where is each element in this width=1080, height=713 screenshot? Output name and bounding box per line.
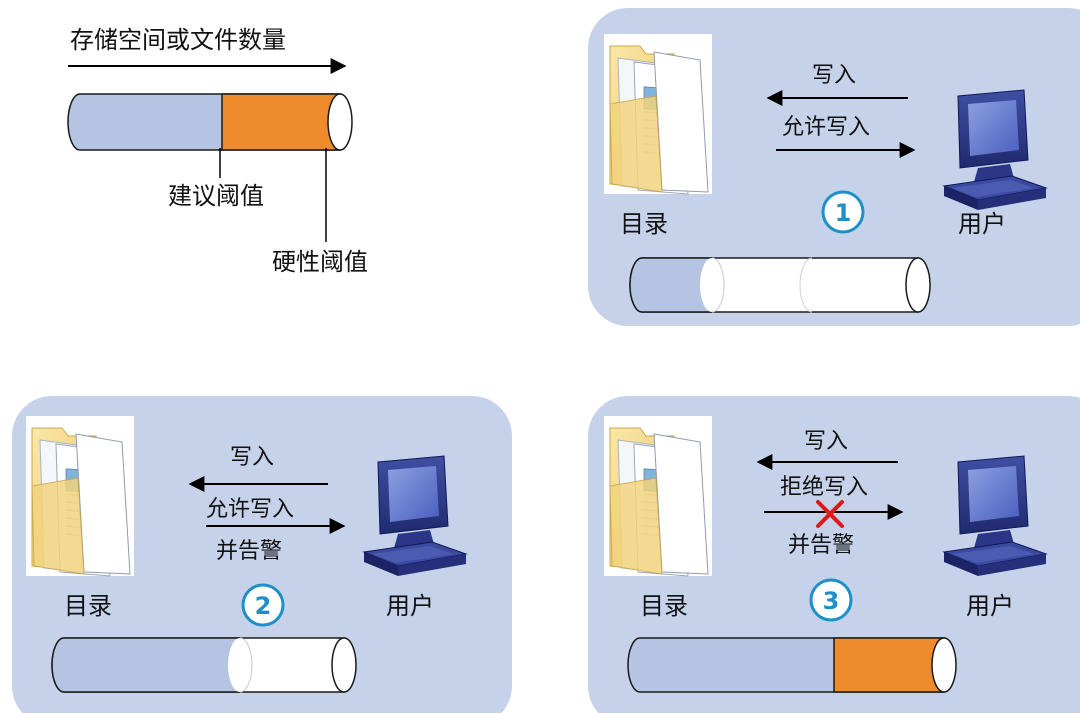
folder-icon xyxy=(603,415,713,577)
step-3-badge xyxy=(809,578,853,622)
scenario-2-panel: 目录 写入 允许写入 并告警 2 用户 xyxy=(12,396,512,713)
response-label: 拒绝写入 xyxy=(780,475,868,500)
warning-label: 并告警 xyxy=(788,533,854,558)
response-label: 允许写入 xyxy=(782,115,870,140)
folder-icon xyxy=(603,33,713,195)
request-label: 写入 xyxy=(804,429,848,454)
user-label: 用户 xyxy=(386,592,434,620)
legend: 存储空间或文件数量 建议阈值 硬性阈值 xyxy=(67,26,368,276)
usage-cylinder xyxy=(627,637,957,693)
usage-cylinder xyxy=(629,257,931,313)
directory-label: 目录 xyxy=(620,210,668,238)
step-1-number: 1 xyxy=(835,199,852,227)
response-label: 允许写入 xyxy=(206,497,294,522)
scenario-3-panel: 目录 写入 拒绝写入 并告警 3 用户 xyxy=(588,396,1080,713)
request-label: 写入 xyxy=(230,445,274,470)
cross-icon xyxy=(816,500,844,528)
step-1-badge xyxy=(821,190,865,234)
scenario-1-panel: 目录 写入 允许写入 1 用户 xyxy=(588,8,1080,326)
step-3-number: 3 xyxy=(823,587,840,615)
usage-cylinder xyxy=(51,637,357,693)
directory-label: 目录 xyxy=(640,592,688,620)
warning-label: 并告警 xyxy=(216,539,282,564)
user-label: 用户 xyxy=(966,592,1014,620)
soft-threshold-label: 建议阈值 xyxy=(168,182,264,210)
step-2-number: 2 xyxy=(255,592,272,620)
request-label: 写入 xyxy=(812,63,856,88)
axis-label: 存储空间或文件数量 xyxy=(70,26,286,54)
user-label: 用户 xyxy=(958,210,1006,238)
directory-label: 目录 xyxy=(64,592,112,620)
folder-icon xyxy=(25,415,135,577)
legend-cylinder xyxy=(67,93,353,151)
step-2-badge xyxy=(241,583,285,627)
hard-threshold-label: 硬性阈值 xyxy=(272,248,368,276)
